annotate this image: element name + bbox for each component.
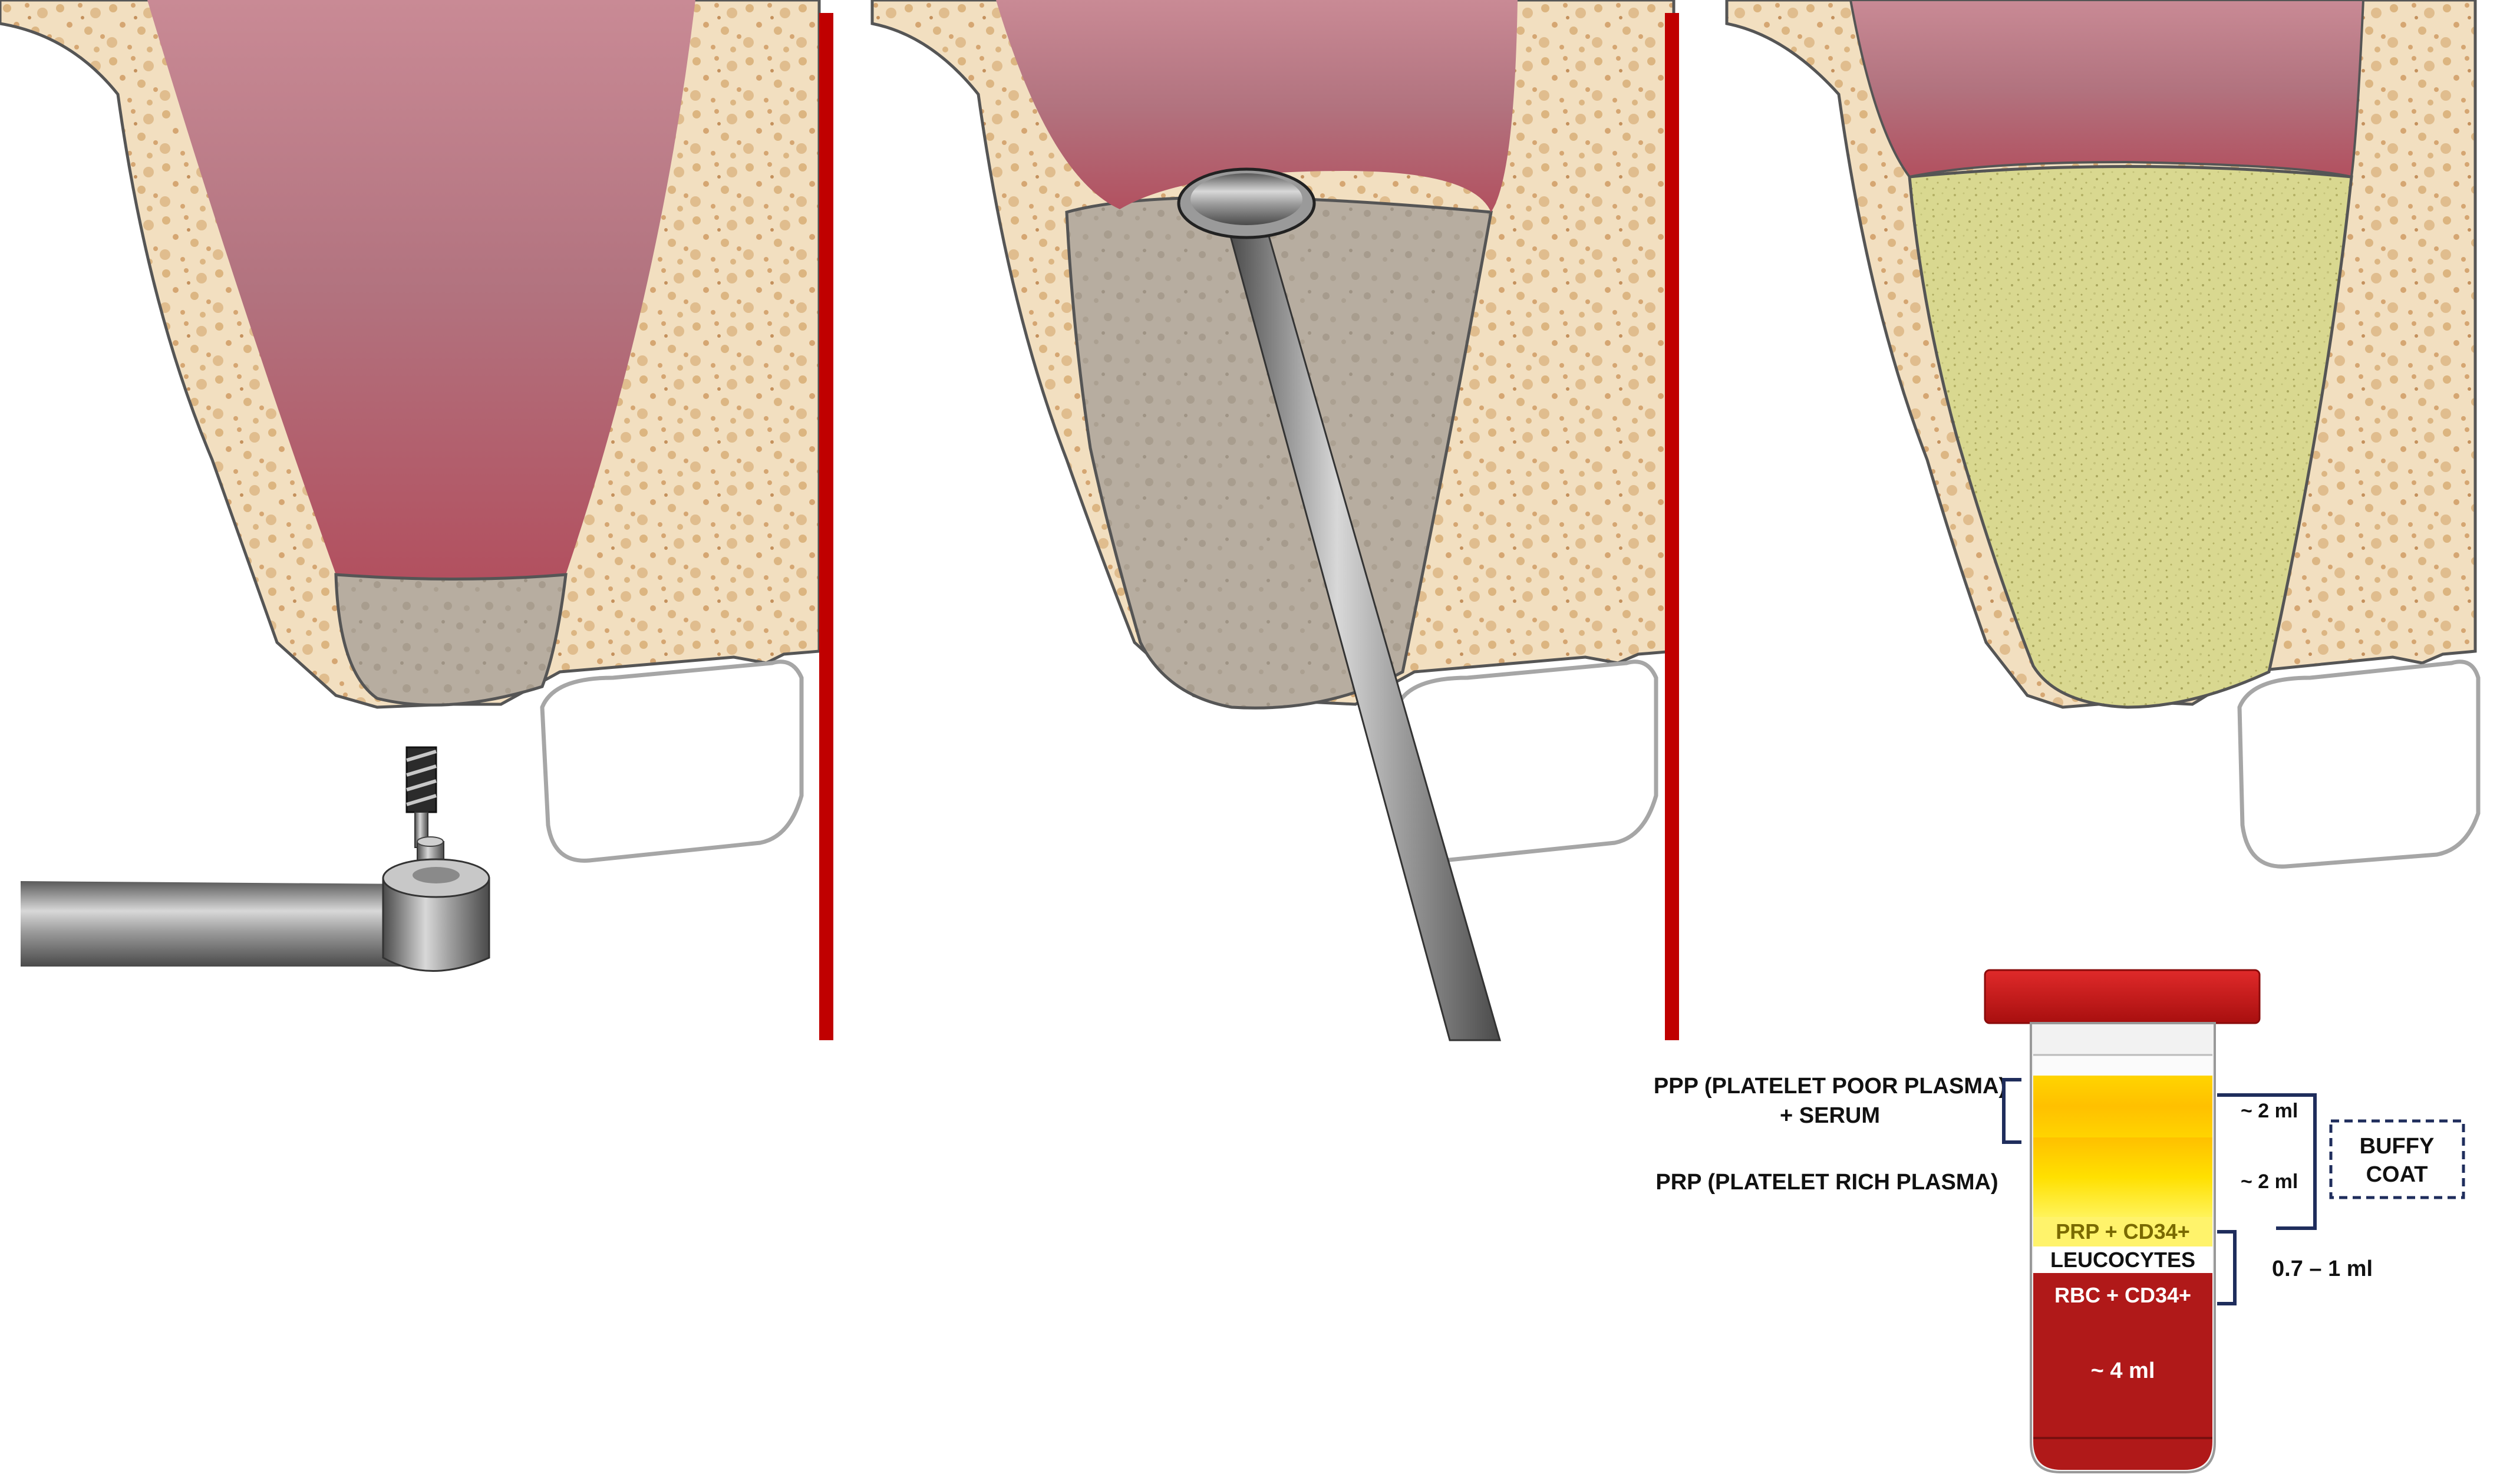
- prp-label: PRP (PLATELET RICH PLASMA): [1655, 1170, 1998, 1195]
- panel-bone-condensation: [870, 0, 1679, 1041]
- ppp-label-line1: PPP (PLATELET POOR PLASMA): [1654, 1074, 2006, 1099]
- layer-serum-top: [2033, 1055, 2212, 1076]
- leucocytes-label: LEUCOCYTES: [2050, 1248, 2195, 1272]
- tube-annotations: PPP (PLATELET POOR PLASMA) + SERUM PRP (…: [1654, 1074, 2465, 1305]
- ppp-label-line2: + SERUM: [1780, 1103, 1880, 1128]
- prp-volume-label: ~ 2 ml: [2241, 1170, 2298, 1193]
- buffy-coat-label-line2: COAT: [2366, 1162, 2428, 1187]
- bone-defect: [334, 573, 568, 707]
- leuco-bracket: [2217, 1230, 2237, 1305]
- tube-cap: [1984, 969, 2261, 1024]
- layer-rbc: [2033, 1273, 2212, 1470]
- tooth-root: [996, 0, 1518, 212]
- tooth-root: [147, 0, 695, 579]
- rbc-volume-label: ~ 4 ml: [2091, 1358, 2155, 1383]
- condenser-instrument-icon: [1177, 167, 1501, 1041]
- bone-defect: [1065, 196, 1493, 710]
- ppp-bracket: [2002, 1078, 2021, 1144]
- layer-prp-cd34: [2033, 1217, 2212, 1246]
- drill-bur-icon: [405, 746, 437, 848]
- adjacent-tooth-outline: [2237, 659, 2481, 869]
- adjacent-tooth-outline: [540, 659, 804, 863]
- blood-tube-icon: ~ 2 ml ~ 2 ml PRP + CD34+ LEUCOCYTES RBC…: [1984, 969, 2298, 1473]
- buffy-coat-box: [2329, 1119, 2465, 1199]
- buffy-bracket: [2217, 1093, 2317, 1230]
- buffy-coat-label-line1: BUFFY: [2360, 1134, 2435, 1159]
- layer-leucocytes: [2033, 1246, 2212, 1273]
- tooth-root: [1849, 0, 2365, 179]
- leuco-volume-label: 0.7 – 1 ml: [2272, 1257, 2373, 1281]
- handpiece-icon: [21, 836, 490, 972]
- panel-graft-filled-socket: [1725, 0, 2481, 869]
- bone-graft: [1908, 165, 2353, 709]
- layer-ppp: [2033, 1076, 2212, 1137]
- ppp-volume-label: ~ 2 ml: [2241, 1100, 2298, 1122]
- panel-extraction-socket-drilling: [0, 0, 833, 1040]
- prp-cd34-label: PRP + CD34+: [2056, 1219, 2189, 1244]
- rbc-cd34-label: RBC + CD34+: [2054, 1283, 2191, 1307]
- layer-prp: [2033, 1137, 2212, 1217]
